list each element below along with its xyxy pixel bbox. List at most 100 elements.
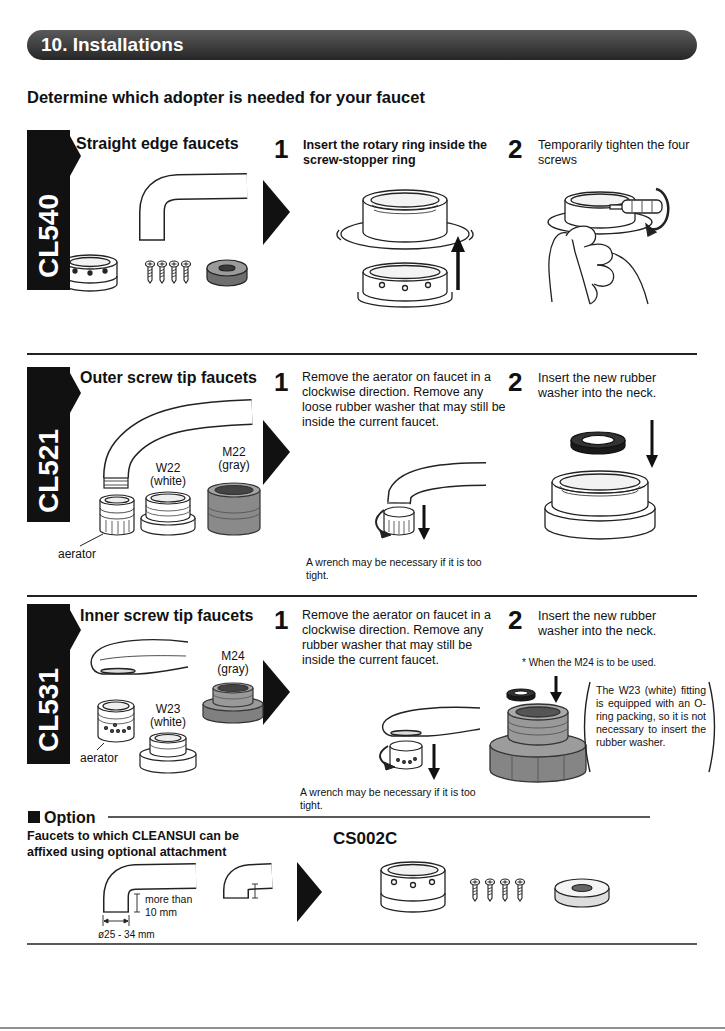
rotation-arrow xyxy=(376,510,391,538)
rotation-arrow xyxy=(380,530,391,538)
adapter-ring xyxy=(63,276,117,283)
m22-fitting xyxy=(215,486,253,495)
m24-fitting xyxy=(203,683,263,723)
down-arrow xyxy=(433,744,436,770)
bracket xyxy=(585,682,591,772)
note-text: A wrench may be necessary if it is too t… xyxy=(306,556,486,582)
rubber-washer xyxy=(514,691,528,695)
aerator xyxy=(390,741,422,769)
down-arrow xyxy=(550,676,562,703)
hand-tightening xyxy=(590,284,597,304)
adapter-ring xyxy=(63,255,117,269)
subtitle: Determine which adopter is needed for yo… xyxy=(27,88,667,108)
note-text: * When the M24 is to be used. xyxy=(522,657,707,669)
step-text: Remove the aerator on faucet in a clockw… xyxy=(302,370,507,430)
step-pointer xyxy=(297,862,322,922)
faucet-illustration xyxy=(139,239,165,241)
m24-fitting xyxy=(218,685,248,692)
adapter-ring xyxy=(70,258,110,267)
screw-set xyxy=(158,261,167,283)
screw-stopper-ring xyxy=(371,193,439,207)
step-text: Insert the rotary ring inside the screw-… xyxy=(303,138,503,168)
aerator xyxy=(105,727,108,730)
aerator xyxy=(98,700,134,712)
aerator xyxy=(103,702,129,710)
down-arrow xyxy=(651,420,654,458)
separator-line xyxy=(27,595,697,597)
faucet-head xyxy=(391,731,421,736)
dimension-line xyxy=(124,919,128,923)
w22-fitting xyxy=(560,486,640,496)
adapter-ring xyxy=(430,880,435,885)
model-tab: CL521 xyxy=(27,367,70,522)
dimension-label: more than 10 mm xyxy=(145,893,200,919)
m24-fitting xyxy=(508,720,568,735)
rotary-ring xyxy=(380,283,385,288)
dimension-line xyxy=(103,915,129,926)
hand-tightening xyxy=(646,224,656,236)
adapter-ring xyxy=(103,269,107,273)
rubber-washer xyxy=(219,265,235,271)
down-arrow xyxy=(428,744,440,780)
rubber-washer xyxy=(582,436,614,445)
hand-tightening xyxy=(548,189,668,304)
rubber-washer xyxy=(555,879,609,907)
screw-set xyxy=(471,879,480,901)
screw-set xyxy=(516,879,525,901)
rubber-washer xyxy=(572,885,592,892)
aerator xyxy=(389,520,409,534)
down-arrow xyxy=(428,768,440,780)
page-title: 10. Installations xyxy=(27,30,697,60)
aerator xyxy=(409,761,412,764)
faucet-illustration xyxy=(152,186,247,240)
down-arrow xyxy=(555,676,558,694)
screw-stopper-ring xyxy=(337,190,473,249)
m24-fitting xyxy=(213,694,253,699)
dimension-line xyxy=(104,919,108,923)
w22-fitting xyxy=(560,474,640,490)
step-text: Insert the new rubber washer into the ne… xyxy=(538,609,698,639)
w23-fitting xyxy=(150,733,186,743)
faucet-illustration xyxy=(223,897,249,898)
option-text: Faucets to which CLEANSUI can be affixed… xyxy=(27,828,277,860)
step-pointer xyxy=(263,660,290,725)
m22-fitting xyxy=(208,506,260,519)
tab-shape xyxy=(27,130,81,290)
rotary-ring xyxy=(363,263,447,281)
down-arrow xyxy=(423,505,426,530)
step-text: Temporarily tighten the four screws xyxy=(538,138,698,168)
aerator xyxy=(114,724,117,727)
part-label: M24 (gray) xyxy=(209,650,257,676)
section-heading: Inner screw tip faucets xyxy=(80,606,270,625)
aerator xyxy=(100,495,134,505)
hand-tightening xyxy=(652,189,668,229)
option-square xyxy=(28,811,40,823)
aerator xyxy=(105,497,129,503)
faucet-head xyxy=(101,669,135,674)
model-number: CL521 xyxy=(35,428,63,512)
step-number: 1 xyxy=(274,369,294,395)
adapter-ring xyxy=(388,865,438,876)
adapter-ring xyxy=(411,883,416,888)
faucet-illustration xyxy=(236,876,272,898)
rotation-arrow xyxy=(380,746,395,770)
faucet-head xyxy=(91,640,188,674)
faucet-head xyxy=(100,656,186,660)
rubber-washer xyxy=(507,689,535,701)
separator-line xyxy=(27,943,697,945)
faucet-illustration xyxy=(236,876,272,898)
faucet-head xyxy=(383,707,480,736)
aerator xyxy=(100,508,134,519)
faucet-head xyxy=(383,707,480,736)
part-label: aerator xyxy=(52,548,102,561)
aerator xyxy=(403,761,406,764)
tab-shape xyxy=(27,367,81,522)
down-arrow xyxy=(646,455,658,468)
adapter-ring xyxy=(381,862,445,912)
step-text: Remove the aerator on faucet in a clockw… xyxy=(302,608,507,668)
screw-set xyxy=(170,261,179,283)
step-pointer xyxy=(263,180,290,245)
rubber-washer xyxy=(555,879,609,897)
m24-fitting xyxy=(213,683,253,693)
faucet-illustration xyxy=(104,478,128,488)
